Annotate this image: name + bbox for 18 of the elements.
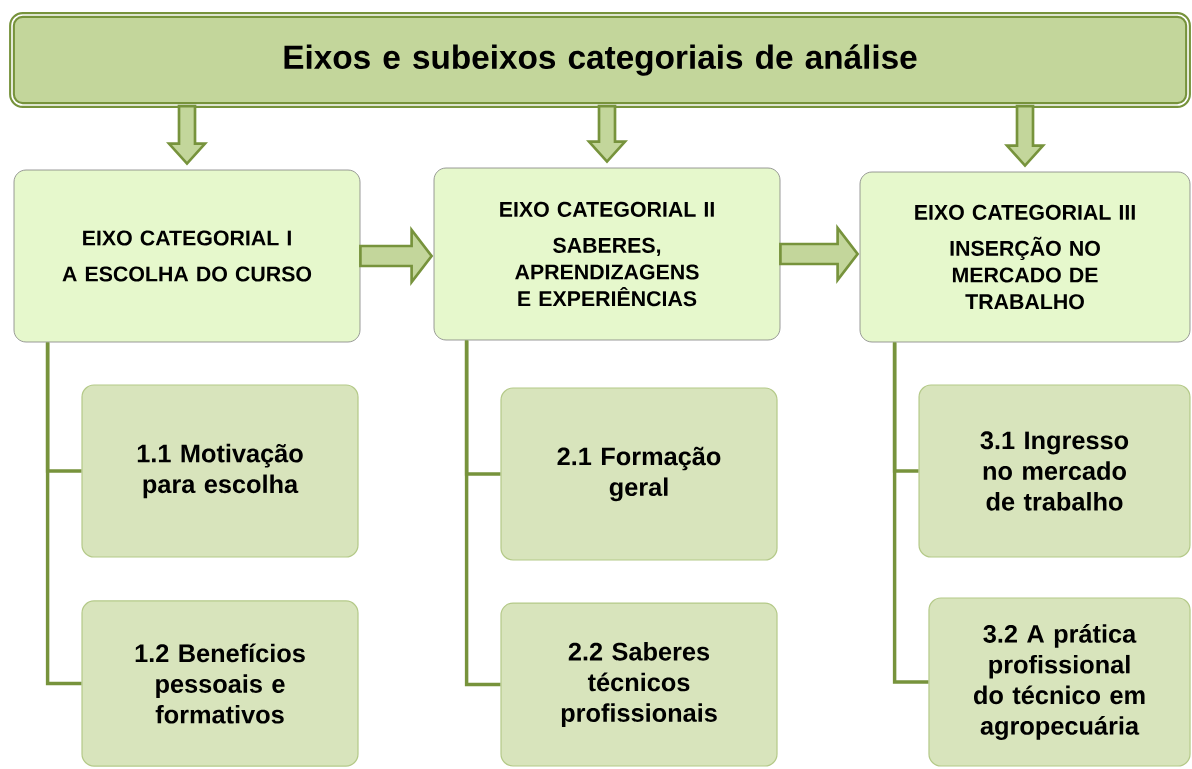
block-arrow	[359, 226, 434, 286]
category-box: EIXO CATEGORIAL III INSERÇÃO NO MERCADO DE TRABALHO	[859, 171, 1191, 343]
block-arrow	[166, 104, 208, 166]
category-box: EIXO CATEGORIAL I A ESCOLHA DO CURSO	[13, 169, 361, 343]
connector-line	[45, 342, 82, 686]
subcategory-box: 1.2 Benefícios pessoais e formativos	[81, 600, 359, 767]
connector-line	[464, 340, 501, 687]
title-box: Eixos e subeixos categoriais de análise	[9, 12, 1191, 108]
block-arrow	[1004, 104, 1046, 168]
connector-line	[892, 342, 929, 684]
subcategory-box: 3.2 A prática profissional do técnico em agropecuária	[928, 597, 1191, 767]
subcategory-box: 2.2 Saberes técnicos profissionais	[500, 602, 778, 767]
subcategory-box: 3.1 Ingresso no mercado de trabalho	[918, 384, 1191, 558]
subcategory-box: 2.1 Formação geral	[500, 387, 778, 561]
block-arrow	[586, 104, 628, 164]
block-arrow	[779, 224, 860, 284]
category-box: EIXO CATEGORIAL II SABERES, APRENDIZAGENS E EXPERIÊNCIAS	[433, 167, 781, 341]
subcategory-box: 1.1 Motivação para escolha	[81, 384, 359, 558]
